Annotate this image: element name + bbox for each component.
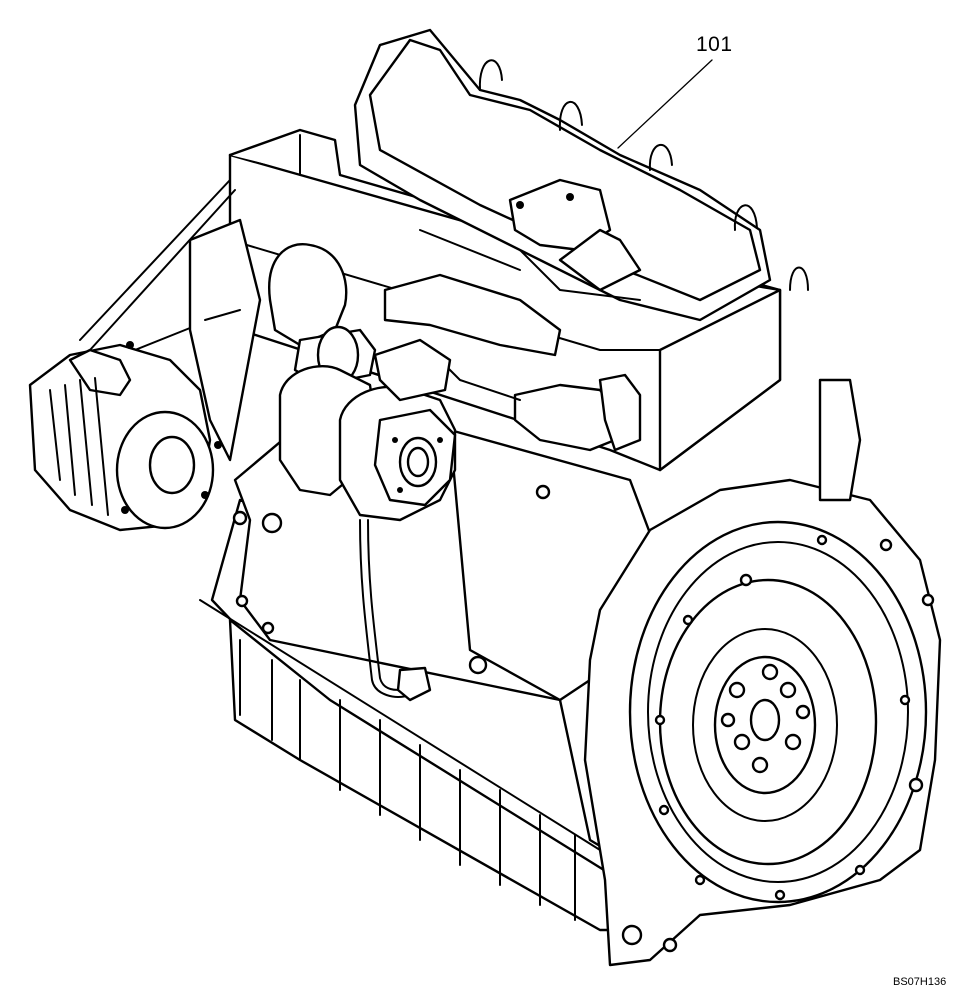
turbocharger [278,338,457,522]
callout-label: 101 [696,33,733,56]
flywheel-housing [583,378,942,967]
figure-code: BS07H136 [893,976,947,988]
oil-return-line [359,519,432,702]
belt-and-bracket [79,179,262,462]
injector-lines [478,59,809,291]
valve-cover [353,28,772,322]
exhaust-manifold [383,273,642,452]
alternator [28,341,222,532]
callout-leader-line [617,59,713,149]
intake-elbow [268,243,377,387]
